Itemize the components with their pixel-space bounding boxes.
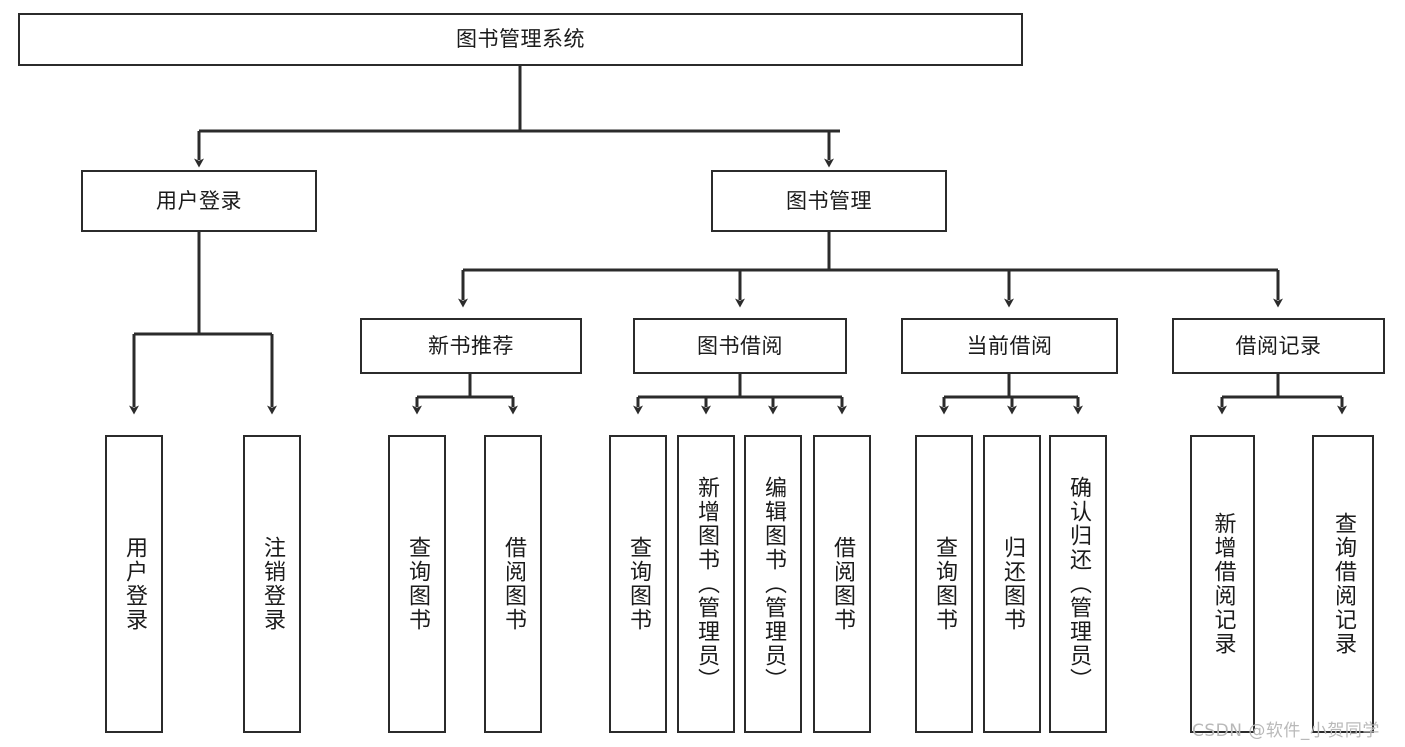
leaf-edit-book-admin[interactable]: 编辑图书（管理员） [744,435,802,733]
leaf-edit-book-admin-label: 编辑图书（管理员） [760,476,786,692]
leaf-query-borrow-record[interactable]: 查询借阅记录 [1312,435,1374,733]
leaf-return-books-label: 归还图书 [999,536,1025,632]
leaf-borrow-books-lend[interactable]: 借阅图书 [813,435,871,733]
leaf-logout[interactable]: 注销登录 [243,435,301,733]
node-root-label: 图书管理系统 [456,27,585,52]
leaf-query-borrow-record-label: 查询借阅记录 [1330,512,1356,656]
node-borrow-records-label: 借阅记录 [1235,333,1322,358]
leaf-add-borrow-record-label: 新增借阅记录 [1210,512,1236,656]
leaf-confirm-return-admin[interactable]: 确认归还（管理员） [1049,435,1107,733]
node-current-borrow[interactable]: 当前借阅 [901,318,1118,374]
leaf-confirm-return-admin-label: 确认归还（管理员） [1065,476,1091,692]
node-new-book-recommend-label: 新书推荐 [428,333,514,358]
node-new-book-recommend[interactable]: 新书推荐 [360,318,582,374]
leaf-borrow-books-recommend-label: 借阅图书 [500,536,526,632]
leaf-logout-label: 注销登录 [259,536,285,632]
node-book-borrow-label: 图书借阅 [697,333,783,358]
leaf-query-books-borrow[interactable]: 查询图书 [609,435,667,733]
leaf-user-login-label: 用户登录 [121,536,147,632]
node-user-login-label: 用户登录 [156,188,242,213]
leaf-add-book-admin-label: 新增图书（管理员） [693,476,719,692]
leaf-return-books[interactable]: 归还图书 [983,435,1041,733]
leaf-borrow-books-recommend[interactable]: 借阅图书 [484,435,542,733]
node-current-borrow-label: 当前借阅 [966,333,1053,358]
leaf-user-login[interactable]: 用户登录 [105,435,163,733]
node-borrow-records[interactable]: 借阅记录 [1172,318,1385,374]
node-root[interactable]: 图书管理系统 [18,13,1023,66]
leaf-query-books-current[interactable]: 查询图书 [915,435,973,733]
leaf-query-books-recommend[interactable]: 查询图书 [388,435,446,733]
node-book-management-label: 图书管理 [786,188,872,213]
leaf-query-books-current-label: 查询图书 [931,536,957,632]
leaf-borrow-books-lend-label: 借阅图书 [829,536,855,632]
node-book-borrow[interactable]: 图书借阅 [633,318,847,374]
node-book-management[interactable]: 图书管理 [711,170,947,232]
leaf-query-books-borrow-label: 查询图书 [625,536,651,632]
node-user-login[interactable]: 用户登录 [81,170,317,232]
leaf-query-books-recommend-label: 查询图书 [404,536,430,632]
leaf-add-book-admin[interactable]: 新增图书（管理员） [677,435,735,733]
leaf-add-borrow-record[interactable]: 新增借阅记录 [1190,435,1255,733]
